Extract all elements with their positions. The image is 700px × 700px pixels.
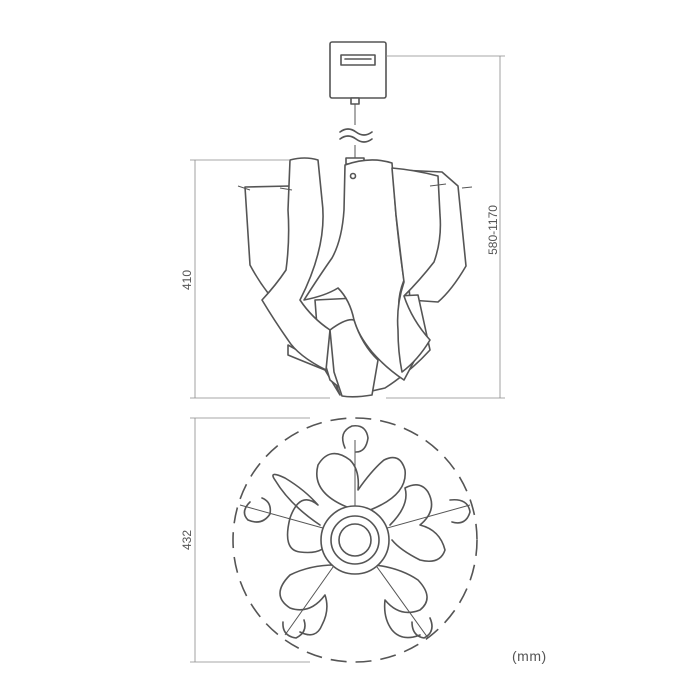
side-view: 580-1170 410 [180, 41, 505, 399]
body-height-label: 410 [180, 270, 194, 290]
dimension-diameter: 432 [180, 417, 310, 663]
ceiling-canopy [329, 41, 387, 99]
central-hub [320, 505, 390, 575]
dimension-overall-height: 580-1170 [386, 55, 505, 399]
diameter-label: 432 [180, 530, 194, 550]
glass-panels [237, 157, 473, 398]
overall-height-label: 580-1170 [486, 205, 500, 255]
decorative-loops [243, 424, 471, 639]
unit-label: (mm) [512, 648, 547, 664]
dimension-body-height: 410 [180, 159, 330, 399]
top-view: 432 [180, 417, 478, 663]
hanging-rod [339, 97, 373, 165]
support-arms [239, 440, 471, 639]
outer-diameter-circle [232, 417, 478, 663]
